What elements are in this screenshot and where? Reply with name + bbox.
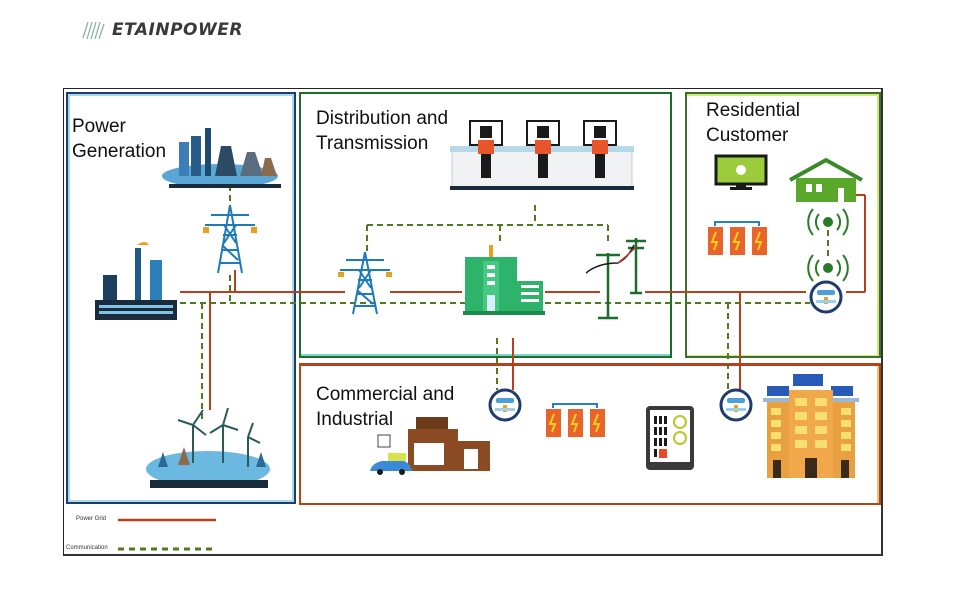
factory-with-ev-icon	[370, 417, 490, 475]
title-line: Commercial and	[316, 384, 455, 405]
section-title-distribution: Distribution and Transmission	[316, 106, 448, 156]
section-power-generation	[66, 92, 296, 504]
communication-lines	[180, 175, 829, 420]
battery-bank-icon	[546, 403, 605, 437]
transmission-tower-icon	[338, 251, 392, 315]
smart-meter-icon	[719, 388, 753, 422]
operator	[469, 120, 503, 178]
city-power-plant-icon	[162, 128, 281, 188]
brand-name: ETAINPOWER	[112, 20, 243, 40]
section-title-commercial: Commercial and Industrial	[316, 382, 454, 432]
section-residential-customer	[685, 92, 881, 358]
wireless-signal-icon	[807, 254, 849, 282]
operator	[526, 120, 560, 178]
title-line: Distribution and	[316, 108, 449, 129]
substation-building-icon	[463, 245, 545, 315]
transmission-tower-icon	[203, 204, 257, 274]
house-icon	[789, 157, 863, 202]
title-line: Generation	[72, 141, 167, 162]
smart-meter-icon	[809, 280, 843, 314]
title-line: Residential	[706, 100, 800, 121]
wireless-signal-icon	[807, 208, 849, 236]
control-room-operators-icon	[450, 120, 634, 190]
title-line: Power	[72, 116, 126, 137]
title-line: Industrial	[316, 409, 394, 430]
legend-power-grid-label: Power Grid	[76, 516, 107, 522]
section-distribution-transmission	[299, 92, 672, 358]
office-building-solar-icon	[763, 374, 859, 478]
smart-meter-icon	[488, 388, 522, 422]
utility-pole-icon	[585, 238, 646, 320]
brand-logo: ETAINPOWER	[80, 18, 243, 42]
monitor-icon	[714, 154, 768, 190]
battery-bank-icon	[708, 221, 767, 255]
power-grid-lines	[180, 194, 881, 410]
operator	[583, 120, 617, 178]
wind-farm-icon	[146, 407, 270, 488]
section-title-residential: Residential Customer	[706, 98, 800, 148]
legend-communication-label: Communication	[66, 545, 108, 551]
legend	[118, 518, 216, 551]
control-panel-icon	[646, 406, 694, 470]
factory-icon	[95, 242, 177, 320]
wave-lines-icon	[82, 21, 105, 40]
section-title-power-generation: Power Generation	[72, 114, 166, 164]
title-line: Transmission	[316, 133, 429, 154]
title-line: Customer	[706, 125, 789, 146]
